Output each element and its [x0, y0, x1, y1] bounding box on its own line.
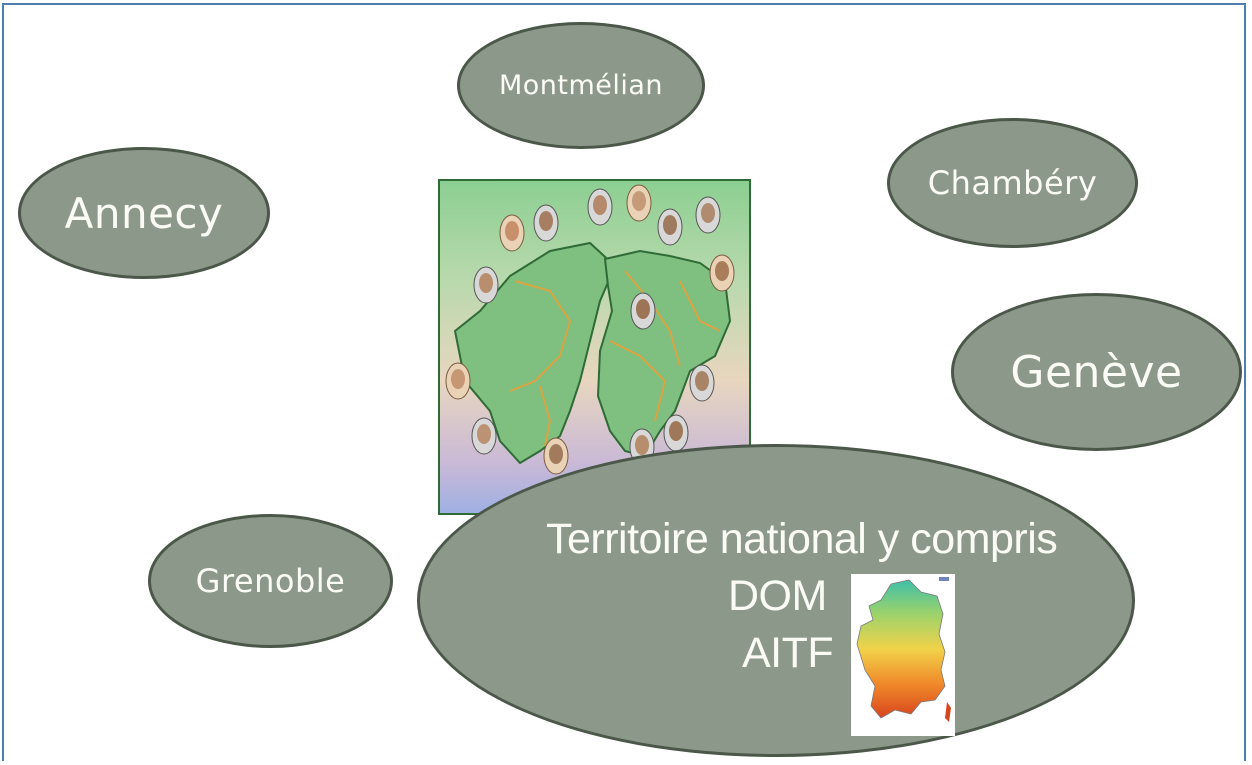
portrait: [499, 214, 525, 252]
region-map-image: [438, 179, 751, 515]
bubble-label: Genève: [1010, 346, 1183, 398]
bubble-geneve: Genève: [951, 293, 1242, 451]
portrait: [587, 188, 613, 226]
bubble-annecy: Annecy: [18, 147, 270, 279]
portrait: [626, 184, 652, 222]
portrait: [695, 196, 721, 234]
france-climate-map: [851, 574, 955, 736]
portrait: [663, 414, 689, 452]
bubble-montmelian: Montmélian: [457, 22, 705, 149]
portrait: [630, 292, 656, 330]
corsica-shape: [945, 702, 951, 722]
portrait: [543, 437, 569, 475]
portrait: [533, 204, 559, 242]
bubble-grenoble: Grenoble: [148, 514, 393, 648]
france-shape: [856, 579, 946, 719]
portrait: [689, 364, 715, 402]
bubble-label: Annecy: [64, 188, 224, 238]
territory-east: [596, 249, 732, 458]
portrait: [445, 362, 471, 400]
territory-borders: [509, 270, 721, 447]
bubble-chambery: Chambéry: [887, 118, 1138, 248]
territoire-title: Territoire national y compris: [546, 515, 1058, 563]
slide-frame: [2, 3, 1246, 761]
territoire-aitf: AITF: [742, 629, 834, 677]
portrait: [473, 266, 499, 304]
region-map-svg: [445, 184, 735, 475]
portrait: [471, 417, 497, 455]
bubble-label: Montmélian: [498, 70, 664, 101]
map-logo: [939, 577, 949, 581]
bubble-label: Grenoble: [195, 562, 346, 600]
territory-shapes: [453, 241, 732, 465]
bubble-territoire-national: Territoire national y compris DOM AITF: [417, 444, 1135, 757]
portrait: [709, 254, 735, 292]
bubble-label: Chambéry: [927, 164, 1098, 202]
territoire-dom: DOM: [728, 572, 827, 620]
portrait: [657, 208, 683, 246]
